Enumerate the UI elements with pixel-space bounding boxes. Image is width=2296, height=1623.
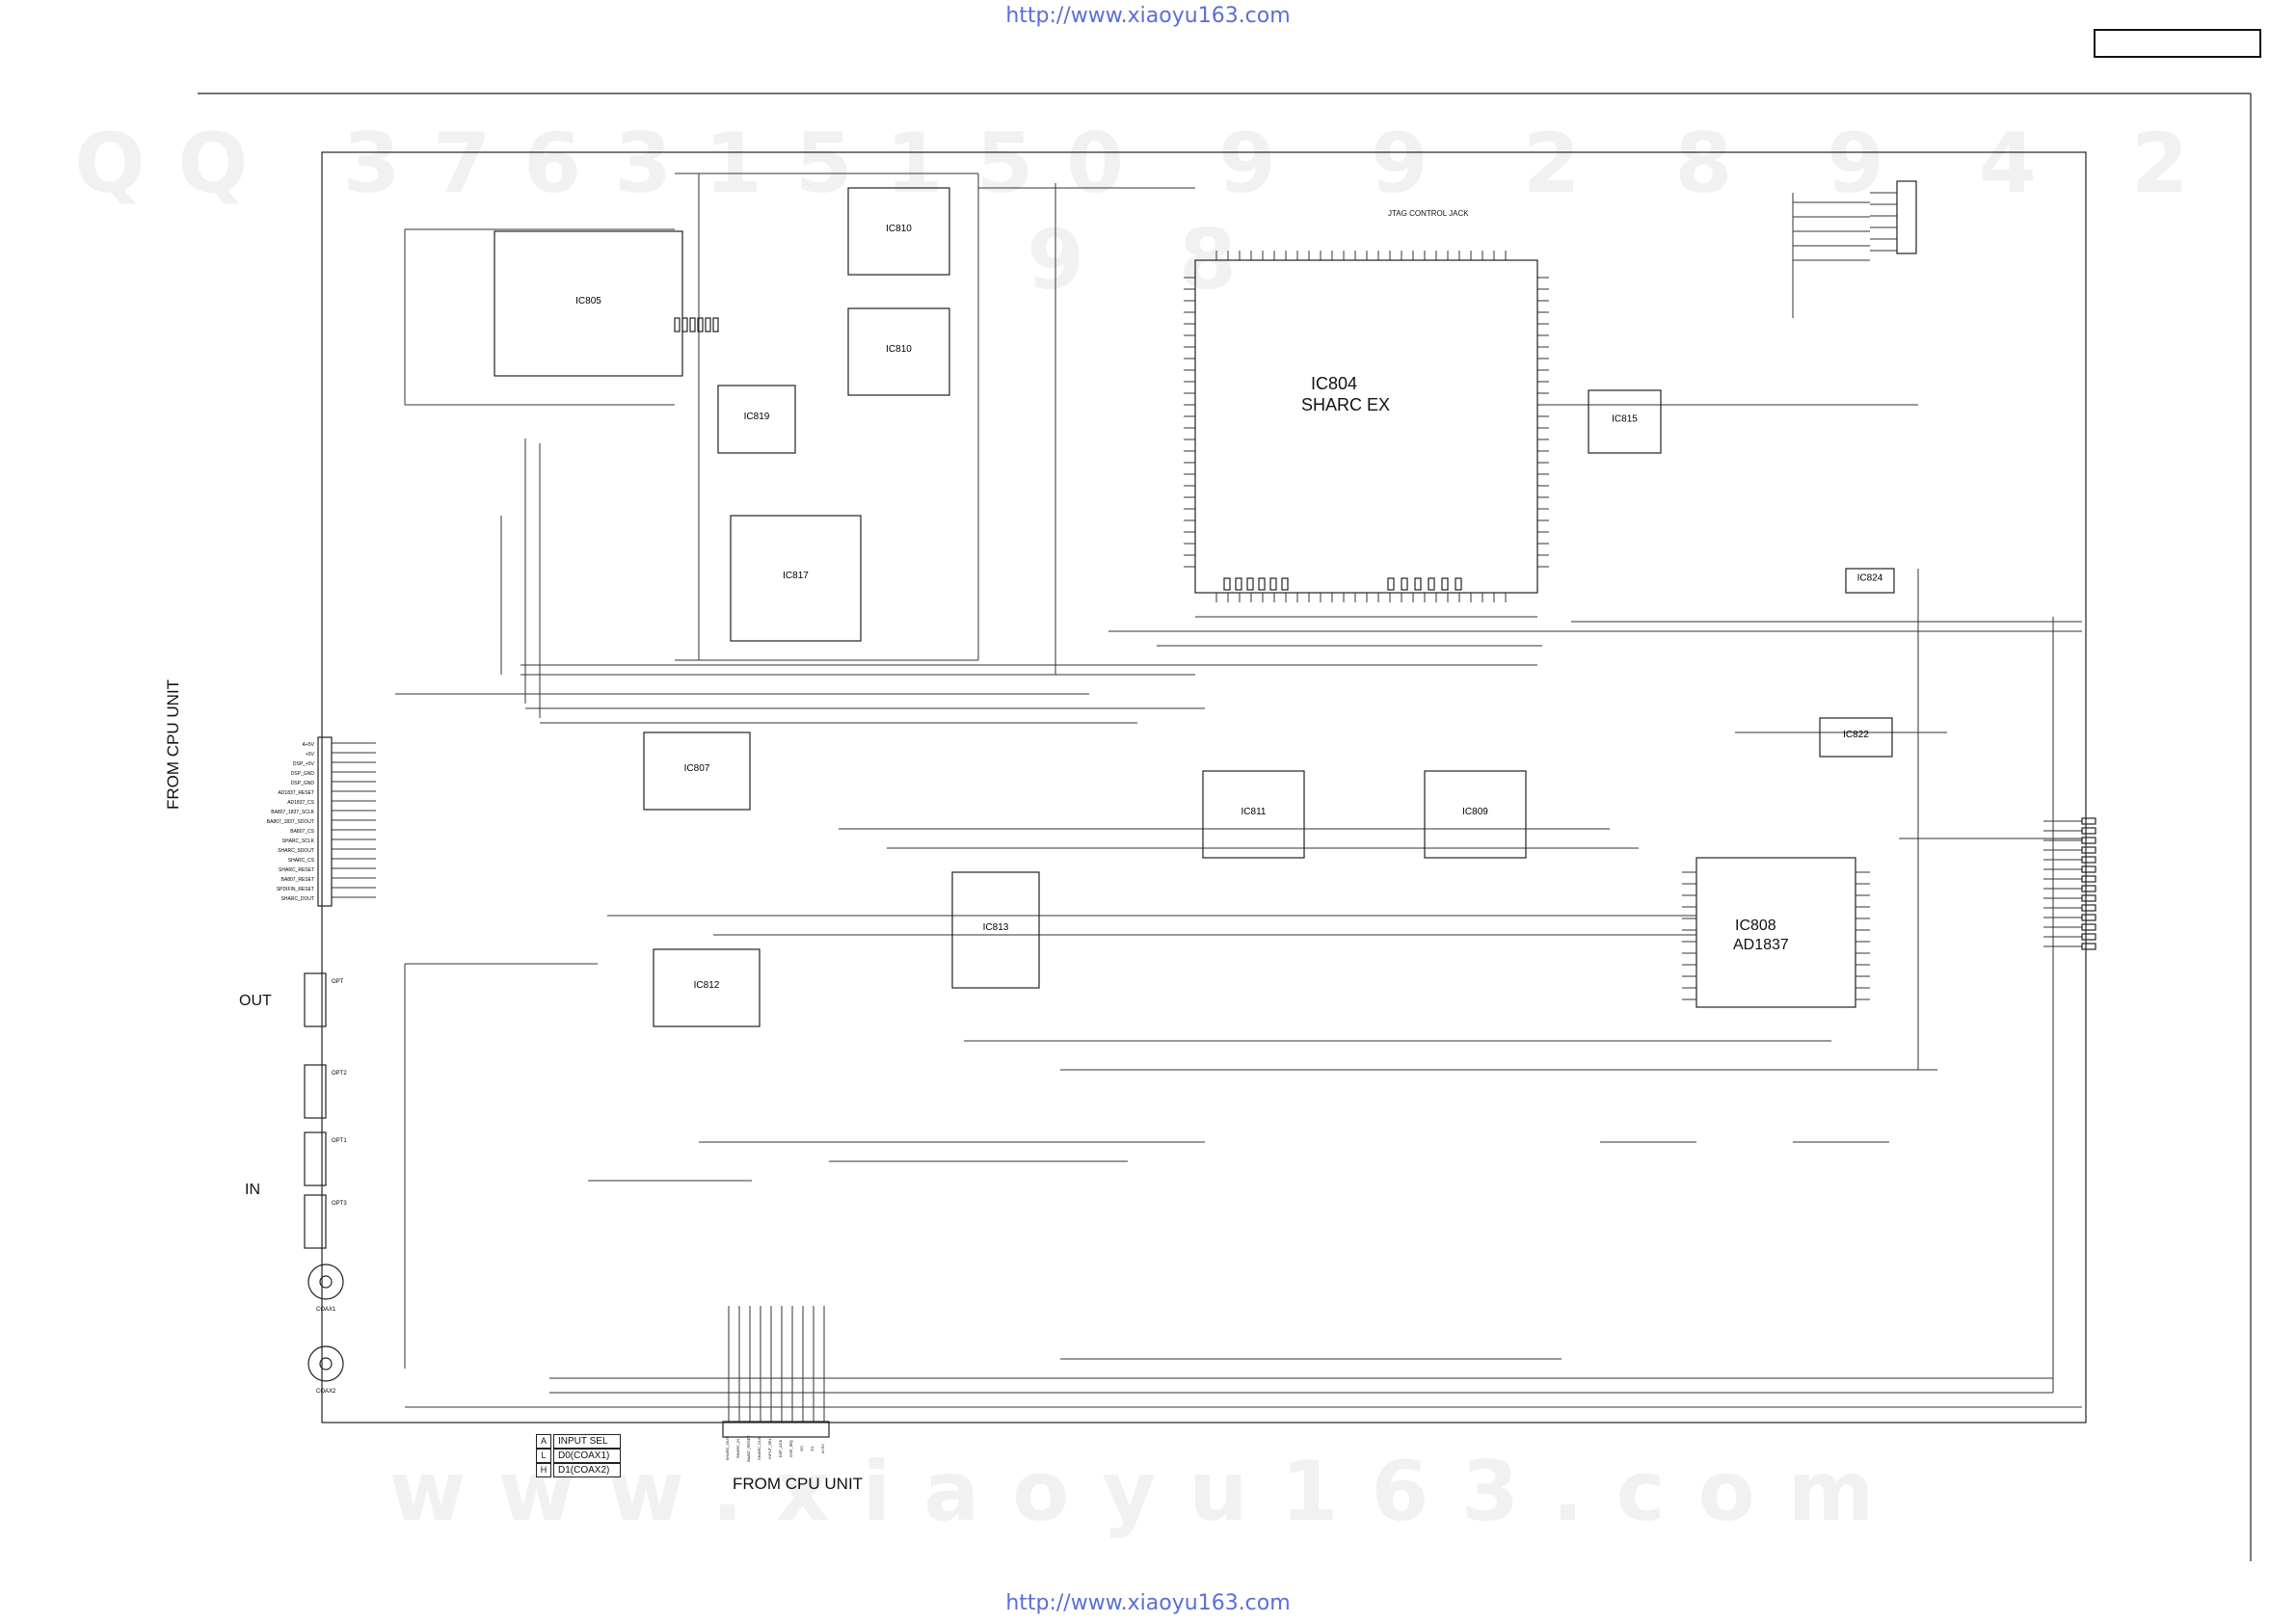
- port-label: OPT1: [332, 1138, 347, 1144]
- ic810-label: IC810: [886, 224, 912, 234]
- ic809-label: IC809: [1462, 807, 1488, 817]
- ic808-name: IC808: [1735, 918, 1776, 934]
- ic809-body: [1424, 770, 1527, 859]
- left-connector-pin-label: DSP_GND: [291, 771, 315, 777]
- bottom-connector-pin-label: BA807_RESET: [746, 1435, 751, 1462]
- ic817-body: [730, 515, 862, 642]
- left-connector-pin-label: DSP_GND: [291, 781, 315, 786]
- bottom-connector-pin-label: D0: [799, 1446, 804, 1451]
- legend-value: D0(COAX1): [553, 1449, 621, 1463]
- left-connector-pin-label: SHARC_CS: [288, 858, 315, 864]
- jtag-caption: JTAG CONTROL JACK: [1388, 209, 1469, 218]
- ic810-label: IC810: [886, 344, 912, 355]
- ic810-body: [847, 307, 950, 396]
- bottom-connector-pin-label: D1: [810, 1446, 814, 1451]
- left-connector-pin-label: BA807_RESET: [281, 877, 314, 883]
- ic817-label: IC817: [783, 571, 809, 581]
- ic807-label: IC807: [684, 763, 710, 774]
- legend-key: A: [536, 1434, 551, 1449]
- left-connector-pin-label: A+5V: [303, 742, 315, 748]
- ic812-body: [653, 948, 761, 1027]
- watermark-top: QQ 376315150 9 9 2 8 9 4 2 9 8: [74, 116, 2222, 308]
- port-label: OPT2: [332, 1071, 347, 1077]
- ic813-label: IC813: [983, 922, 1009, 933]
- legend-key: L: [536, 1449, 551, 1463]
- legend-row: H D1(COAX2): [536, 1463, 621, 1477]
- port-label: OPT: [332, 979, 344, 985]
- coax-label: COAX1: [316, 1307, 336, 1313]
- legend-key: H: [536, 1463, 551, 1477]
- ic822-body: [1819, 717, 1893, 758]
- bottom-connector-pin-label: SHARC_OUT: [725, 1436, 730, 1460]
- ic808-sub: AD1837: [1733, 937, 1789, 953]
- ic824-label: IC824: [1857, 573, 1883, 584]
- ic819-body: [717, 385, 796, 454]
- in-label: IN: [245, 1182, 260, 1198]
- legend-value: INPUT SEL: [553, 1434, 621, 1449]
- ic815-label: IC815: [1612, 414, 1638, 425]
- bottom-connector-pin-label: INPUT_SEL: [767, 1437, 772, 1459]
- ic805-body: [494, 230, 683, 377]
- ic804-body: [1194, 259, 1538, 594]
- left-connector-pin-label: BA807_1837_SDOUT: [267, 819, 314, 825]
- bottom-connector-pin-label: SHARC_IN: [735, 1439, 740, 1458]
- input-select-legend: A INPUT SEL L D0(COAX1) H D1(COAX2): [536, 1434, 621, 1477]
- page-number-box: [2094, 29, 2261, 58]
- legend-value: D1(COAX2): [553, 1463, 621, 1477]
- left-connector-pin-label: SHARC_SCLK: [282, 838, 315, 844]
- ic807-body: [643, 732, 751, 811]
- ic811-label: IC811: [1241, 807, 1267, 817]
- bottom-connector-pin-label: A+5V: [820, 1444, 825, 1453]
- left-connector-pin-label: BA807_1837_SCLK: [271, 810, 314, 815]
- left-connector-pin-label: SHARC_RESET: [279, 867, 314, 873]
- bottom-connector-pin-label: DSP_IRQ: [788, 1440, 793, 1457]
- left-connector-pin-label: AD1837_RESET: [278, 790, 314, 796]
- legend-row: L D0(COAX1): [536, 1449, 621, 1463]
- left-connector-pin-label: +5V: [306, 752, 315, 758]
- left-connector-pin-label: AD1837_CS: [287, 800, 314, 806]
- watermark-bottom: www.xiaoyu163.com: [388, 1444, 1908, 1540]
- ic812-label: IC812: [694, 980, 720, 991]
- bottom-connector-pin-label: SHARC_CLK: [757, 1437, 761, 1460]
- ic819-label: IC819: [744, 412, 770, 422]
- source-url-top[interactable]: http://www.xiaoyu163.com: [1005, 4, 1291, 28]
- ic815-body: [1588, 389, 1662, 454]
- ic813-body: [951, 871, 1040, 989]
- from-cpu-unit-bottom-label: FROM CPU UNIT: [733, 1475, 864, 1493]
- left-connector-pin-label: SHARC_DOUT: [281, 896, 314, 902]
- ic808-body: [1695, 857, 1856, 1008]
- ic804-sub: SHARC EX: [1301, 395, 1391, 414]
- left-connector-pin-label: SHARC_SDOUT: [278, 848, 314, 854]
- ic822-label: IC822: [1843, 730, 1869, 740]
- port-label: OPT3: [332, 1201, 347, 1207]
- left-connector-pin-label: SPDIFIN_RESET: [277, 887, 314, 892]
- from-cpu-unit-left-label: FROM CPU UNIT: [164, 678, 182, 810]
- ic824-body: [1845, 568, 1895, 594]
- left-connector-pin-label: DSP_+5V: [293, 761, 315, 767]
- source-url-bottom[interactable]: http://www.xiaoyu163.com: [1005, 1591, 1291, 1615]
- ic804-name: IC804: [1311, 374, 1358, 393]
- ic810-body: [847, 187, 950, 276]
- ic811-body: [1202, 770, 1305, 859]
- bottom-connector-pin-label: DSP_ACK: [778, 1439, 783, 1457]
- left-connector-pin-label: BA807_CS: [290, 829, 314, 835]
- legend-row: A INPUT SEL: [536, 1434, 621, 1449]
- coax-label: COAX2: [316, 1389, 336, 1395]
- ic805-label: IC805: [575, 296, 601, 306]
- out-label: OUT: [239, 993, 272, 1009]
